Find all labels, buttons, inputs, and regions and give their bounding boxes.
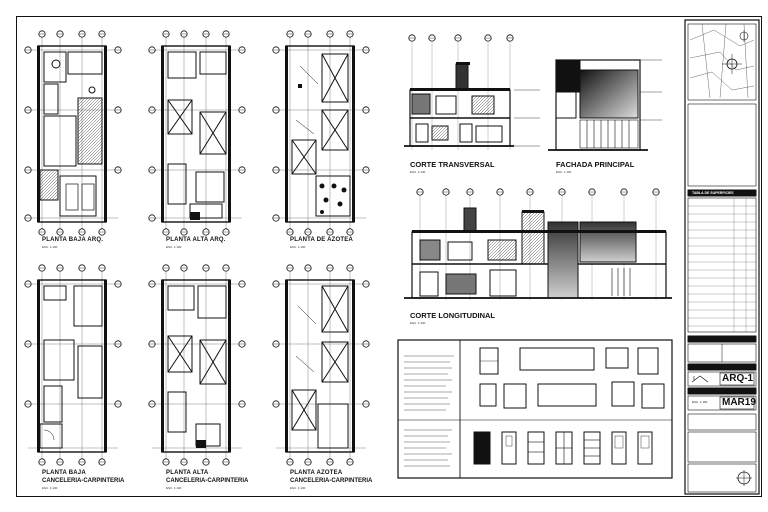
plan-scale: ESC. 1:100 <box>42 486 58 490</box>
sheet-border <box>16 16 762 497</box>
plan-title-planta-alta-arq: PLANTA ALTA ARQ. <box>166 237 226 243</box>
plan-scale: ESC. 1:100 <box>166 245 182 249</box>
elevation-scale: ESC. 1:100 <box>556 170 572 174</box>
plan-scale: ESC. 1:100 <box>290 486 306 490</box>
title-block-graphics <box>684 19 760 495</box>
plan-title-planta-baja: PLANTA BAJA <box>42 470 86 476</box>
title-corte-longitudinal: CORTE LONGITUDINAL <box>410 311 495 320</box>
elevation-scale: ESC. 1:100 <box>410 170 426 174</box>
plan-title-planta-baja-arq: PLANTA BAJA ARQ. <box>42 237 104 243</box>
sheet-date: MAR19 <box>722 397 756 408</box>
plan-subtitle-canceleria: CANCELERIA-CARPINTERIA <box>166 478 249 484</box>
title-fachada-principal: FACHADA PRINCIPAL <box>556 160 635 169</box>
plan-planta-baja-canceleria <box>24 264 122 466</box>
plan-planta-baja-arq <box>24 30 122 236</box>
section-corte-transversal <box>404 34 540 150</box>
plan-planta-alta-canceleria <box>148 264 246 466</box>
sheet-code: ARQ-1 <box>722 373 754 384</box>
details-panel <box>397 339 673 479</box>
title-corte-transversal: CORTE TRANSVERSAL <box>410 160 495 169</box>
plan-planta-alta-arq <box>148 30 246 236</box>
title-block-scale: ESC. 1:100 <box>692 400 708 404</box>
surface-table-heading: TABLA DE SUPERFICIES <box>692 191 734 195</box>
plan-title-planta-azotea: PLANTA AZOTEA <box>290 470 343 476</box>
plan-scale: ESC. 1:100 <box>42 245 58 249</box>
plan-planta-azotea-canceleria <box>272 264 370 466</box>
plan-scale: ESC. 1:100 <box>290 245 306 249</box>
plan-subtitle-canceleria: CANCELERIA-CARPINTERIA <box>42 478 125 484</box>
elevation-fachada-principal <box>548 59 662 151</box>
plan-title-planta-de-azotea: PLANTA DE AZOTEA <box>290 237 353 243</box>
plan-subtitle-canceleria: CANCELERIA-CARPINTERIA <box>290 478 373 484</box>
elevation-scale: ESC. 1:100 <box>410 321 426 325</box>
plan-title-planta-alta: PLANTA ALTA <box>166 470 209 476</box>
plan-scale: ESC. 1:100 <box>166 486 182 490</box>
section-corte-longitudinal <box>404 188 672 300</box>
plan-planta-de-azotea <box>272 30 370 236</box>
